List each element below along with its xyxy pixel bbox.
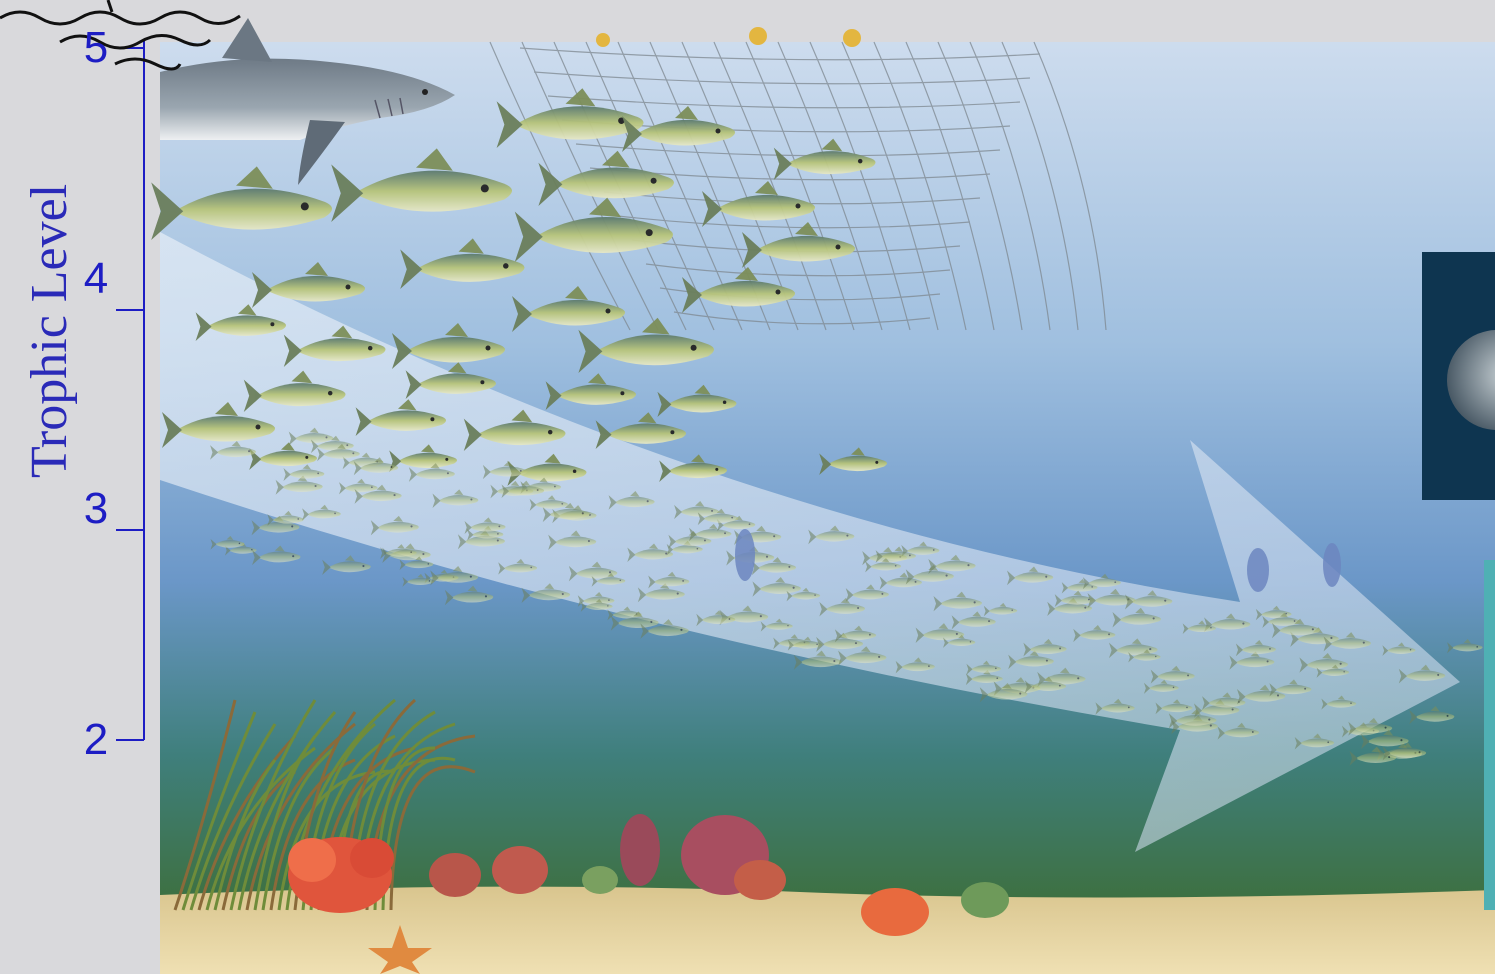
y-tick-label: 3 [76,487,116,531]
y-axis-title: Trophic Level [20,218,80,478]
photo-inset-icon [1422,252,1495,500]
photo-inset-lower [1484,560,1495,910]
y-tick-label: 5 [76,26,116,70]
y-tick-label: 2 [76,718,116,762]
y-tick-label: 4 [76,257,116,301]
y-axis [116,40,144,740]
